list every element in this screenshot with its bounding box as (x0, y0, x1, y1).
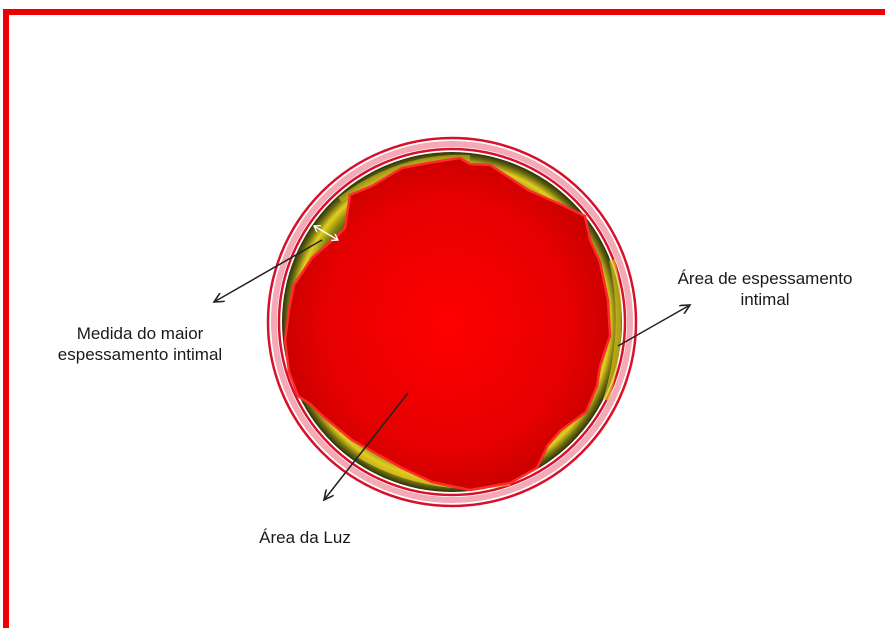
label-thickening-area-line1: Área de espessamento (645, 268, 885, 289)
label-lumen-area: Área da Luz (230, 527, 380, 548)
label-thickening-area-line2: intimal (645, 289, 885, 310)
vessel-cross-section (268, 138, 636, 506)
label-thickening-area: Área de espessamento intimal (645, 268, 885, 310)
label-max-thickness: Medida do maior espessamento intimal (30, 323, 250, 365)
label-max-thickness-line1: Medida do maior (30, 323, 250, 344)
label-max-thickness-line2: espessamento intimal (30, 344, 250, 365)
